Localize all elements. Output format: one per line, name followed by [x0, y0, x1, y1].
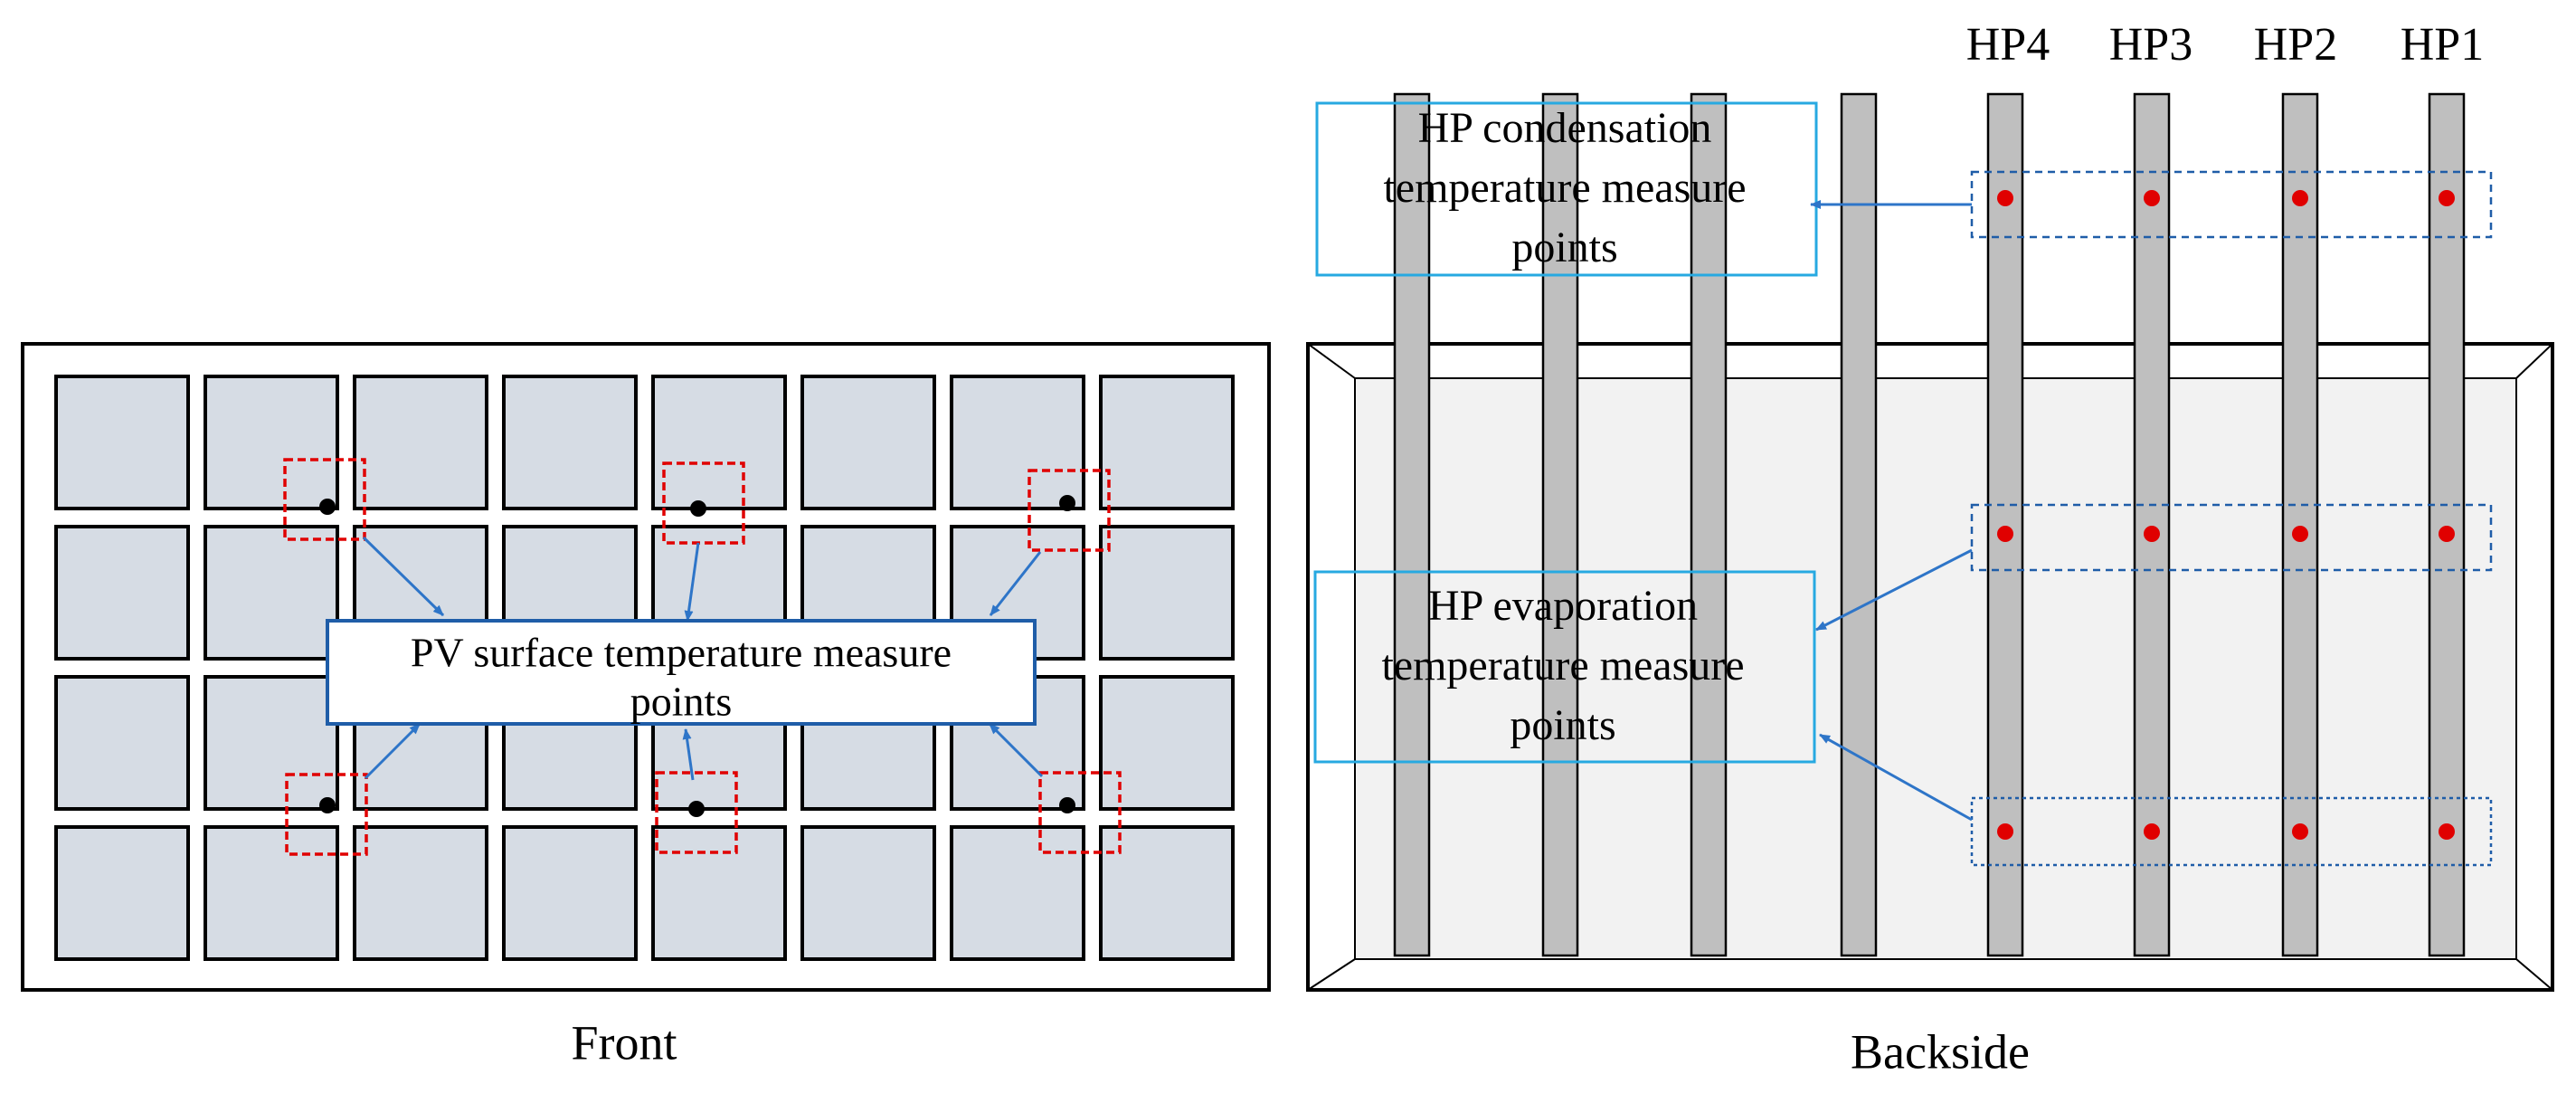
hp-measure-dot — [1997, 190, 2013, 206]
pv-measure-dot — [319, 499, 336, 515]
backside-arrows — [1810, 200, 1973, 822]
hp-measure-dot — [2439, 190, 2455, 206]
pv-measure-dot — [690, 500, 706, 517]
heat-pipe — [1393, 92, 1431, 957]
condensation-callout-line-1: HP condensation — [1418, 104, 1712, 152]
heat-pipe — [1690, 92, 1728, 957]
pv-measure-box — [285, 773, 368, 856]
pv-cell — [204, 375, 339, 510]
hp-measure-dot — [1997, 526, 2013, 542]
front-panel: PV surface temperature measure points Fr… — [21, 342, 1271, 1070]
front-arrow-5 — [682, 728, 695, 781]
pv-measure-box — [1028, 469, 1111, 552]
hp-measure-dot — [2144, 526, 2160, 542]
pv-cell — [54, 375, 190, 510]
hp1-label: HP1 — [2401, 19, 2484, 71]
pv-measure-box — [662, 461, 745, 545]
pv-measure-dot — [319, 797, 336, 813]
pv-cell — [950, 825, 1085, 961]
front-arrow-3 — [989, 551, 1042, 616]
pv-cell — [502, 375, 638, 510]
evaporation-callout-line-2: temperature measure — [1381, 642, 1744, 689]
condensation-group — [1970, 170, 2493, 239]
backside-panel: HP4 HP3 HP2 HP1 HP condensation temperat… — [1306, 19, 2554, 1079]
condensation-callout-line-3: points — [1511, 223, 1617, 271]
pv-cell — [1099, 675, 1235, 811]
hp-measure-dots — [1997, 190, 2455, 840]
pv-measure-box — [1038, 771, 1122, 854]
pv-callout-line-1: PV surface temperature measure — [411, 630, 952, 676]
hp-measure-dot — [2292, 823, 2308, 840]
front-arrow-4 — [364, 722, 421, 780]
pv-cell — [1099, 825, 1235, 961]
pv-callout-box — [326, 619, 1037, 726]
front-arrows — [362, 536, 1044, 781]
bevel-top-left — [1307, 343, 1356, 379]
pv-measure-dot — [1059, 797, 1075, 813]
pv-measure-dot — [1059, 495, 1075, 511]
evaporation-group-lower — [1970, 796, 2493, 867]
pv-cell — [950, 375, 1085, 510]
evaporation-arrow-lower — [1819, 733, 1973, 822]
evaporation-group-upper — [1970, 503, 2493, 572]
hp-measure-dot — [1997, 823, 2013, 840]
pv-cell — [54, 525, 190, 661]
hp-measure-dot — [2439, 823, 2455, 840]
evaporation-arrow-upper — [1815, 548, 1973, 632]
pv-cell — [651, 825, 787, 961]
bevel-top-right — [2515, 343, 2553, 379]
hp3-label: HP3 — [2109, 19, 2192, 71]
evaporation-callout-line-1: HP evaporation — [1428, 582, 1698, 630]
heat-pipe — [1840, 92, 1878, 957]
pv-cell — [1099, 525, 1235, 661]
evaporation-callout-box — [1313, 570, 1816, 764]
pv-measure-dot — [688, 801, 705, 817]
pv-measure-box — [655, 771, 738, 854]
bevel-bottom-left — [1307, 958, 1356, 991]
heat-pipes — [1393, 92, 2466, 957]
front-arrow-1 — [362, 536, 445, 617]
backside-caption: Backside — [1851, 1024, 2030, 1079]
pv-cell — [204, 825, 339, 961]
measure-groups — [1970, 170, 2493, 867]
hp-measure-dot — [2439, 526, 2455, 542]
hp4-label: HP4 — [1966, 19, 2050, 71]
hp2-label: HP2 — [2254, 19, 2337, 71]
hp-measure-dot — [2292, 526, 2308, 542]
pv-cell — [651, 375, 787, 510]
front-arrow-2 — [684, 542, 700, 622]
pv-measure-points — [283, 458, 1122, 856]
heat-pipe-labels: HP4 HP3 HP2 HP1 — [1966, 19, 2484, 71]
pv-cell — [54, 825, 190, 961]
pv-callout-line-2: points — [630, 679, 732, 725]
bevel-bottom-right — [2515, 958, 2553, 991]
condensation-callout-line-2: temperature measure — [1383, 164, 1746, 212]
pv-cell — [502, 825, 638, 961]
pv-cell — [204, 525, 339, 661]
heat-pipe — [1541, 92, 1579, 957]
pv-cell — [800, 375, 936, 510]
evaporation-callout-line-3: points — [1510, 701, 1615, 749]
front-caption: Front — [571, 1015, 677, 1070]
pv-cell — [54, 675, 190, 811]
hp-measure-dot — [2144, 823, 2160, 840]
pv-measure-box — [283, 458, 366, 541]
hp-measure-dot — [2144, 190, 2160, 206]
condensation-callout-box — [1315, 101, 1818, 277]
pv-cell — [353, 375, 488, 510]
hp-measure-dot — [2292, 190, 2308, 206]
pv-cell — [204, 675, 339, 811]
pv-cell — [353, 825, 488, 961]
heat-pipe — [2428, 92, 2466, 957]
pv-cell — [800, 825, 936, 961]
pv-cell — [1099, 375, 1235, 510]
backside-bevel-lines — [1307, 343, 2553, 991]
front-arrow-6 — [988, 722, 1044, 778]
